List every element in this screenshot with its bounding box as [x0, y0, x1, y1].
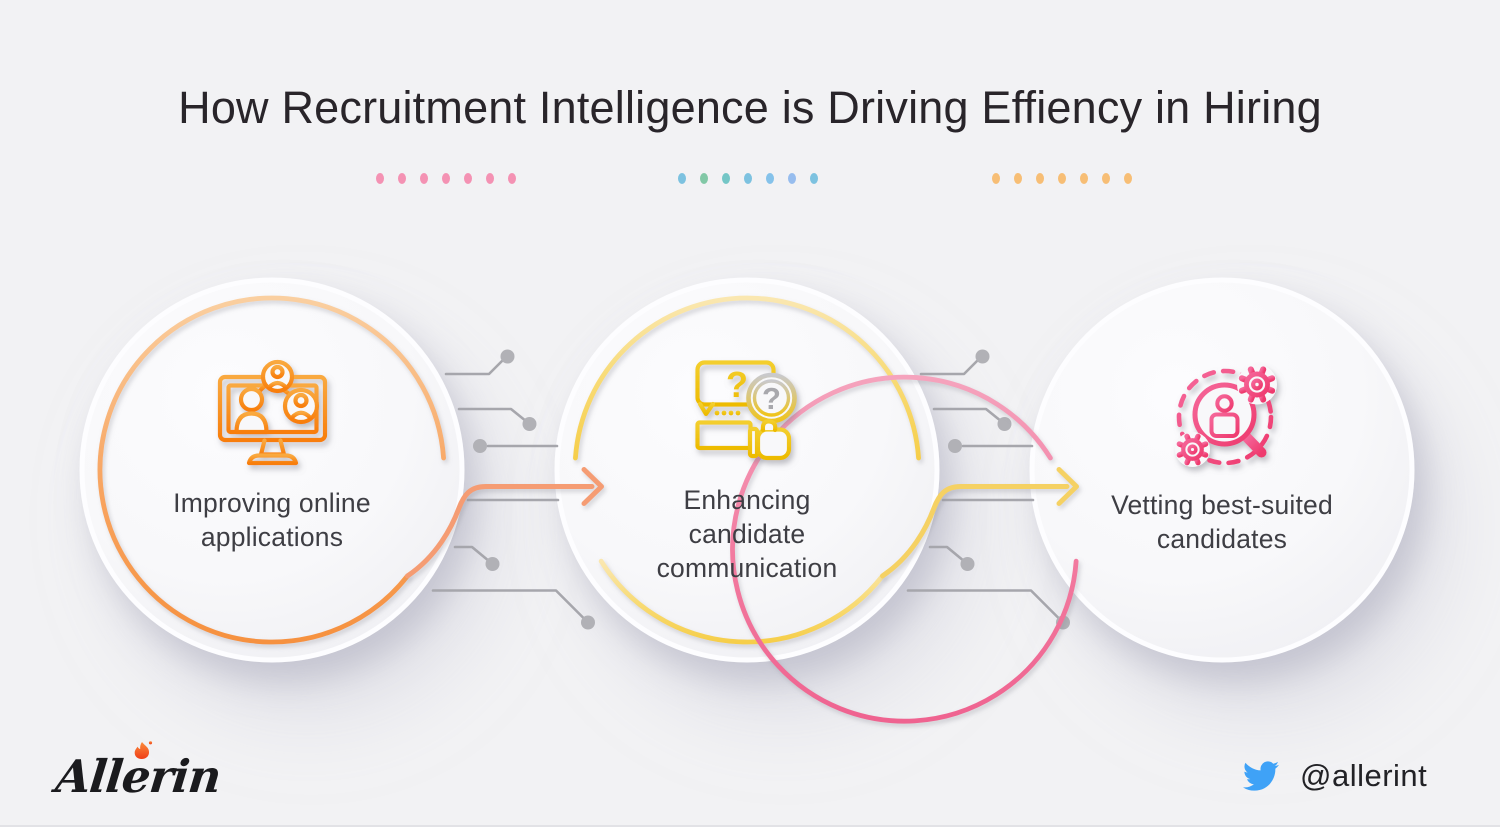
- divider-dot: [992, 173, 1000, 184]
- step-discs: [79, 277, 1415, 663]
- divider-dot: [508, 173, 516, 184]
- avatar-left: [234, 386, 269, 435]
- monitor-team-icon: [217, 359, 328, 466]
- step-label-2: Enhancing candidate communication: [656, 485, 838, 583]
- divider-dot: [810, 173, 818, 184]
- candidate-screening-icon: [1175, 364, 1277, 467]
- circuit-traces: [431, 349, 1070, 630]
- step-ring-2-upper: [573, 295, 921, 461]
- svg-text:?: ?: [726, 364, 748, 405]
- divider-dot: [1014, 173, 1022, 184]
- divider-dot: [464, 173, 472, 184]
- chat-question-search-icon: ? ?: [695, 360, 797, 461]
- step-disc-2: [554, 277, 940, 663]
- bottom-edge-line: [0, 825, 1500, 827]
- divider-dot: [678, 173, 686, 184]
- step-rings: [97, 295, 1079, 724]
- divider-dot: [398, 173, 406, 184]
- page-title: How Recruitment Intelligence is Driving …: [178, 82, 1322, 133]
- dashed-circle: [1176, 368, 1274, 466]
- divider-dot: [722, 173, 730, 184]
- flame-icon: [129, 740, 155, 775]
- divider-dot: [376, 173, 384, 184]
- step-ring-1: [97, 295, 446, 645]
- divider-dot: [1124, 173, 1132, 184]
- pink-dots: [376, 173, 516, 184]
- avatar-right: [282, 387, 320, 425]
- person-head: [1215, 394, 1234, 413]
- arrowhead-icon: [1056, 467, 1079, 506]
- orange-dots: [992, 173, 1132, 184]
- divider-dot: [788, 173, 796, 184]
- divider-dot: [1058, 173, 1066, 184]
- twitter-handle-text: @allerint: [1300, 758, 1428, 793]
- typing-dots: [714, 410, 741, 416]
- svg-text:?: ?: [762, 381, 781, 416]
- gear-icon: [1237, 364, 1277, 405]
- divider-dot: [1080, 173, 1088, 184]
- connector-arrows: [405, 467, 1079, 579]
- step-label-1: Improving online applications: [173, 488, 371, 552]
- divider-dot: [420, 173, 428, 184]
- connector-arrow-1: [405, 467, 604, 579]
- gear-icon: [1175, 432, 1210, 467]
- circuit-traces-gap-1: [431, 349, 595, 630]
- divider-dot: [486, 173, 494, 184]
- avatar-top: [260, 359, 295, 394]
- divider-dot: [442, 173, 450, 184]
- circuit-traces-gap-2: [906, 349, 1070, 630]
- step-ring-3: [730, 374, 1079, 724]
- divider-dot: [700, 173, 708, 184]
- connector-arrow-2: [880, 467, 1079, 579]
- hand: [747, 419, 792, 461]
- social-handle: @allerint: [1240, 758, 1427, 794]
- step-ring-2-lower: [598, 558, 885, 645]
- twitter-icon: [1243, 761, 1279, 791]
- divider-dot: [744, 173, 752, 184]
- divider-dot: [1102, 173, 1110, 184]
- divider-dot: [1036, 173, 1044, 184]
- divider-dot: [766, 173, 774, 184]
- step-disc-3: [1029, 277, 1415, 663]
- step-label-3: Vetting best-suited candidates: [1111, 490, 1333, 554]
- person-body: [1209, 412, 1240, 438]
- blue-dots: [678, 173, 818, 184]
- step-disc-1: [79, 277, 465, 663]
- arrowhead-icon: [581, 467, 604, 506]
